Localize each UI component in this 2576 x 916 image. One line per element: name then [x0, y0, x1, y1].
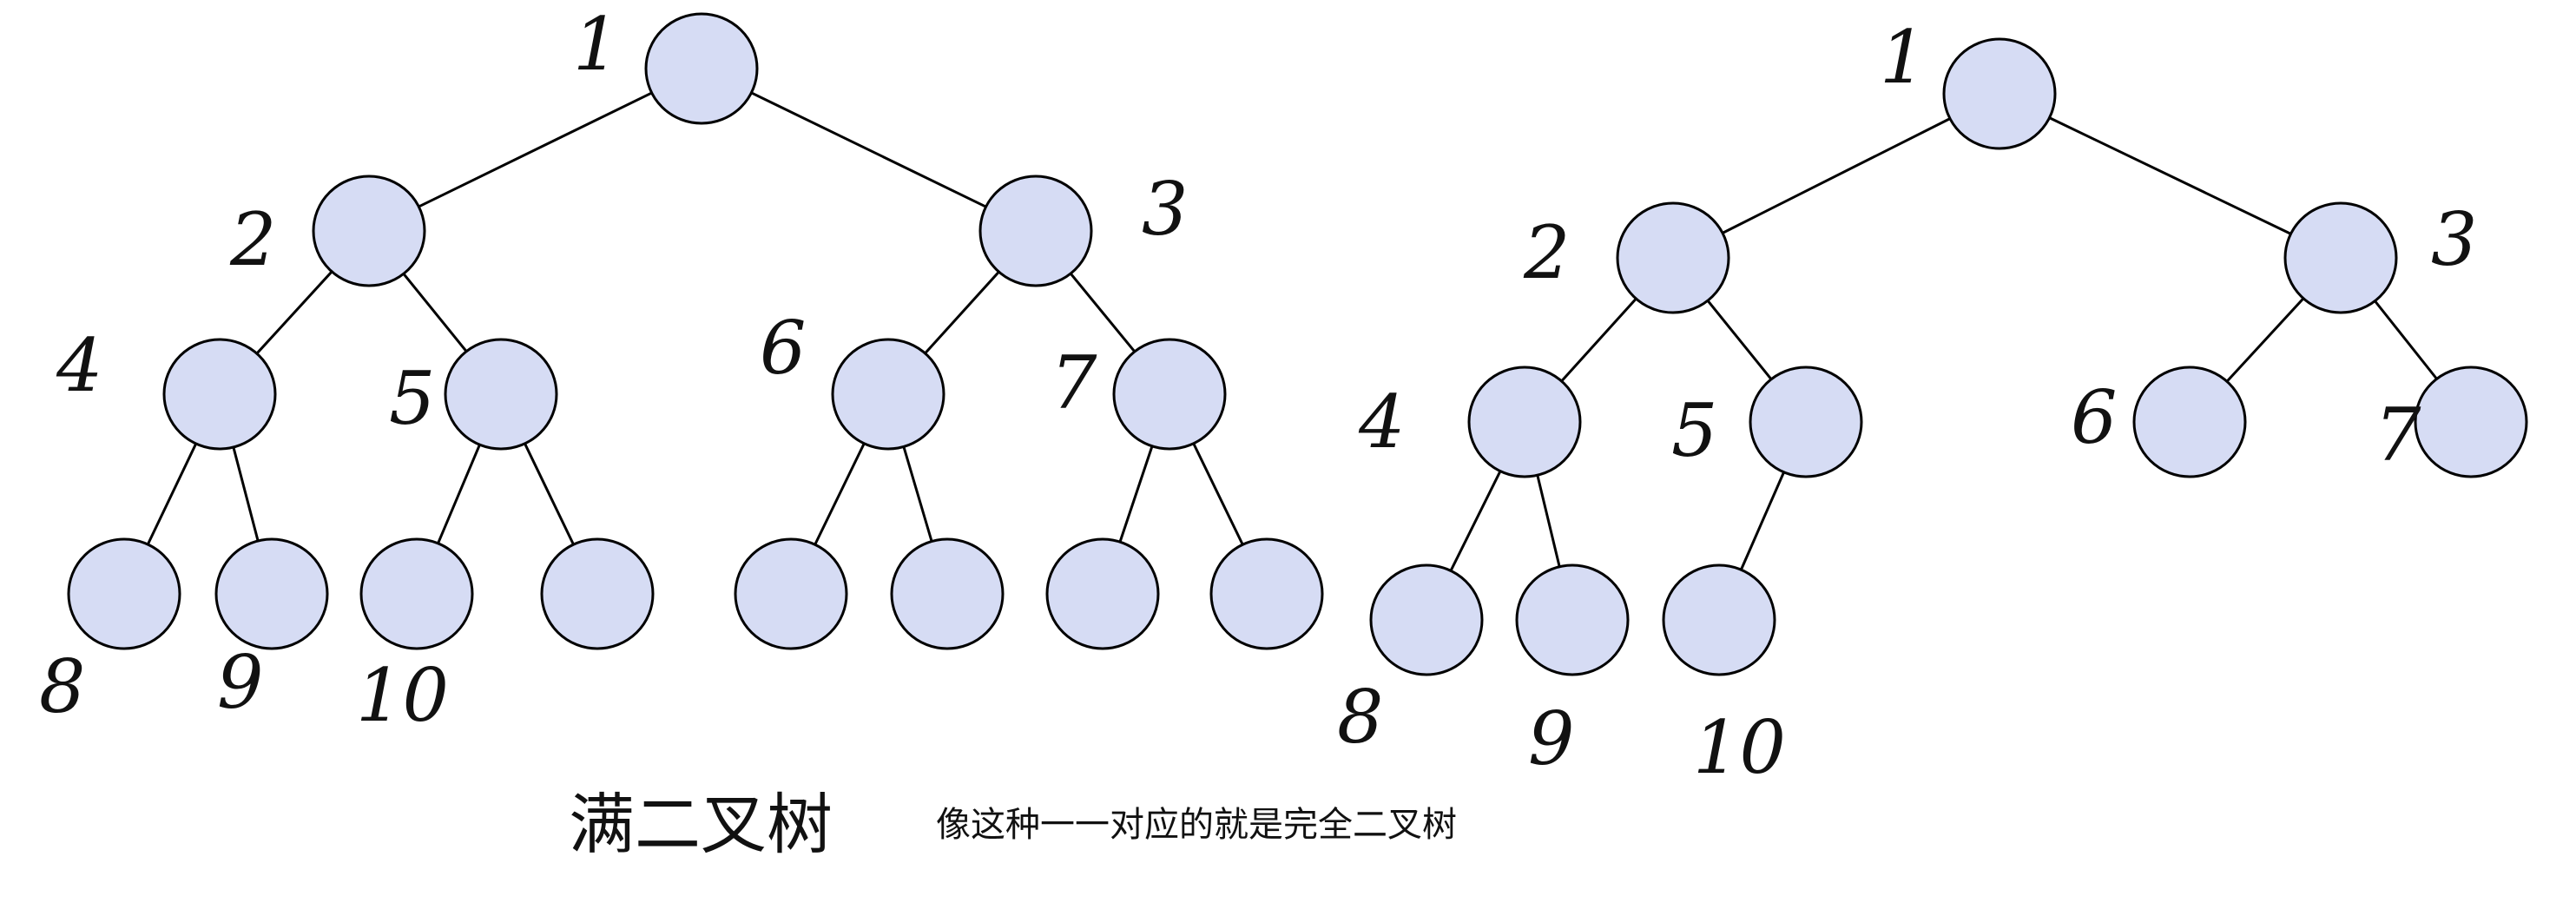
- complete-binary-tree-label-b4: 4: [1358, 379, 1405, 465]
- complete-binary-tree-node-b7: [2414, 366, 2528, 478]
- full-binary-tree-node-a8: [67, 537, 181, 650]
- edge-b2-b4: [1558, 295, 1639, 385]
- complete-binary-tree-label-b2: 2: [1523, 210, 1570, 295]
- edge-b5-b10: [1738, 469, 1787, 573]
- full-binary-tree-label-a9: 9: [217, 640, 263, 725]
- edge-a6-a12: [812, 440, 867, 548]
- complete-binary-tree-node-b3: [2283, 201, 2398, 314]
- complete-binary-tree-note: 像这种一一对应的就是完全二叉树: [936, 805, 1457, 845]
- complete-binary-tree-label-b9: 9: [1528, 696, 1574, 781]
- edge-b4-b9: [1535, 471, 1562, 570]
- full-binary-tree-node-a12: [734, 537, 848, 650]
- edge-a1-a3: [748, 89, 990, 210]
- full-binary-tree-node-a9: [214, 537, 329, 650]
- full-binary-tree-label-a2: 2: [229, 197, 276, 282]
- full-binary-tree-label-a7: 7: [1051, 340, 1097, 425]
- complete-binary-tree-label-b3: 3: [2431, 197, 2477, 282]
- complete-binary-tree-label-b7: 7: [2375, 392, 2421, 478]
- edge-a5-a10: [435, 441, 483, 547]
- labels-layer: 1 2 3 4 5 6 7 8 9 10 1 2 3 4 5 6 7 8 9 10: [39, 2, 2477, 790]
- full-binary-tree-node-a13: [890, 537, 1005, 650]
- complete-binary-tree-node-b4: [1467, 366, 1582, 478]
- edge-a4-a8: [145, 440, 199, 548]
- full-binary-tree-label-a5: 5: [389, 356, 435, 441]
- full-binary-tree-node-a11: [540, 537, 655, 650]
- edge-a2-a5: [400, 270, 470, 355]
- edge-a7-a14: [1117, 443, 1155, 545]
- full-binary-tree-node-a15: [1209, 537, 1324, 650]
- complete-binary-tree-node-b5: [1749, 366, 1863, 478]
- full-binary-tree-label-a10: 10: [356, 653, 449, 738]
- edge-b1-b3: [2046, 115, 2295, 237]
- full-binary-tree-caption: 满二叉树: [569, 786, 833, 863]
- full-binary-tree-node-a5: [444, 338, 558, 451]
- complete-binary-tree-node-b1: [1942, 37, 2057, 150]
- edge-b2-b5: [1704, 297, 1775, 383]
- full-binary-tree-node-a1: [644, 12, 759, 125]
- complete-binary-tree-label-b10: 10: [1693, 705, 1786, 790]
- complete-binary-tree-node-b10: [1662, 563, 1776, 676]
- full-binary-tree-node-a4: [162, 338, 277, 451]
- complete-binary-tree-label-b1: 1: [1880, 15, 1926, 100]
- full-binary-tree-node-a10: [359, 537, 474, 650]
- full-binary-tree-node-a2: [312, 175, 426, 287]
- full-binary-tree-label-a8: 8: [39, 644, 85, 729]
- nodes-layer: [67, 12, 2528, 676]
- full-binary-tree-label-a4: 4: [56, 323, 102, 408]
- edges-layer: [145, 89, 2440, 574]
- edge-a3-a7: [1067, 270, 1138, 355]
- complete-binary-tree-node-b9: [1515, 563, 1630, 676]
- edge-b3-b7: [2372, 298, 2440, 382]
- edge-b1-b2: [1718, 115, 1954, 236]
- full-binary-tree-node-a3: [978, 175, 1093, 287]
- complete-binary-tree-label-b5: 5: [1671, 388, 1717, 473]
- full-binary-tree-label-a1: 1: [573, 2, 619, 87]
- edge-a1-a2: [415, 89, 656, 210]
- full-binary-tree-node-a6: [831, 338, 945, 451]
- edge-a4-a9: [231, 444, 260, 544]
- edge-a7-a15: [1190, 440, 1246, 548]
- full-binary-tree-node-a14: [1045, 537, 1160, 650]
- complete-binary-tree-node-b6: [2132, 366, 2247, 478]
- edge-a5-a11: [522, 440, 576, 548]
- edge-b4-b8: [1448, 468, 1503, 574]
- full-binary-tree-label-a6: 6: [760, 306, 806, 391]
- edge-b3-b6: [2224, 295, 2307, 385]
- complete-binary-tree-node-b8: [1369, 563, 1484, 676]
- complete-binary-tree-label-b6: 6: [2071, 375, 2117, 460]
- full-binary-tree-label-a3: 3: [1142, 167, 1188, 252]
- edge-a3-a6: [922, 268, 1002, 357]
- edge-a6-a13: [901, 444, 934, 544]
- complete-binary-tree-node-b2: [1616, 201, 1730, 314]
- edge-a2-a4: [254, 268, 335, 357]
- complete-binary-tree-label-b8: 8: [1337, 675, 1383, 760]
- full-binary-tree-node-a7: [1112, 338, 1227, 451]
